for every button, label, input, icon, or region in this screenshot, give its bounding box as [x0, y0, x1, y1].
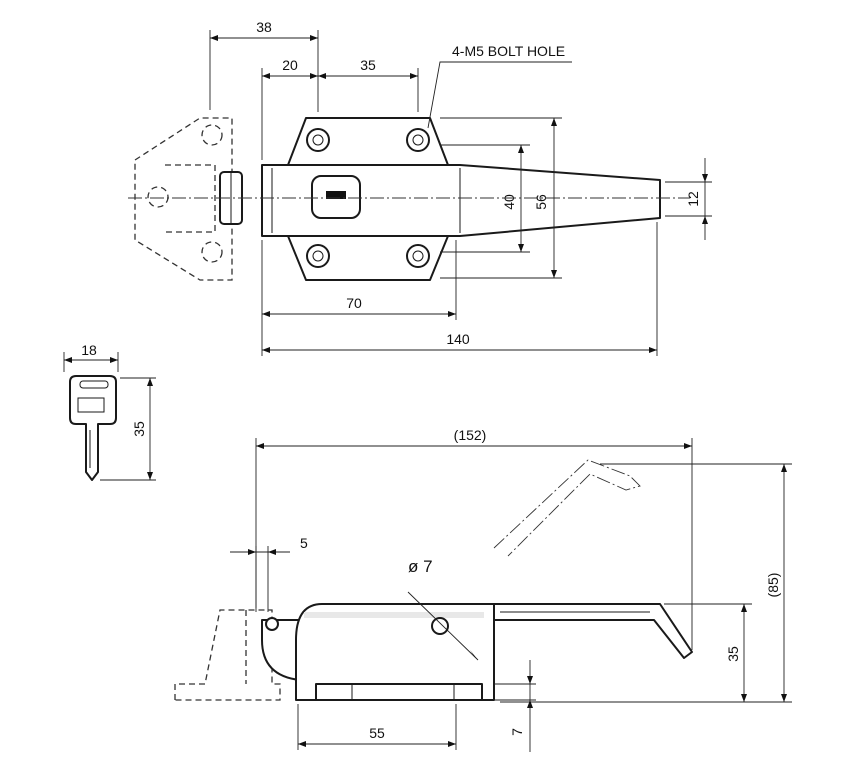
hinge-pivot [265, 617, 279, 631]
hole-leader [407, 591, 479, 661]
dim-56-label: 56 [533, 194, 549, 210]
bolt-hole-callout: 4-M5 BOLT HOLE [452, 43, 565, 59]
dim-55-label: 55 [369, 725, 385, 741]
pivot-hole [431, 617, 449, 635]
bracket-hole-middle [147, 186, 169, 208]
housing-foot [315, 683, 483, 701]
dim-85-label: (85) [765, 573, 781, 598]
handle-open-position [493, 459, 641, 557]
key-view: 18 35 [63, 342, 156, 481]
hole-diameter-callout: ø 7 [408, 557, 433, 576]
key-dim-18-label: 18 [81, 342, 97, 358]
hinge-bracket-outline [134, 117, 233, 281]
dim-38-label: 38 [256, 19, 272, 35]
bracket-hole-top [201, 124, 223, 146]
dim-35-label: 35 [360, 57, 376, 73]
dim-12-label: 12 [685, 191, 701, 207]
dim-20-label: 20 [282, 57, 298, 73]
bracket-hole-bottom [201, 241, 223, 263]
side-dim-35-label: 35 [725, 646, 741, 662]
key-dim-35-label: 35 [131, 421, 147, 437]
dim-70-label: 70 [346, 295, 362, 311]
dim-140-label: 140 [446, 331, 470, 347]
key-slot [326, 191, 346, 199]
latch-handle [261, 164, 661, 237]
top-view: 38 20 35 4-M5 BOLT HOLE 40 56 1 [128, 19, 712, 356]
dim-5-label: 5 [300, 535, 308, 551]
dim-40-label: 40 [501, 194, 517, 210]
dim-7-label: 7 [509, 728, 525, 736]
bolt-hole-leader [427, 61, 572, 129]
bolt-hole-top-right [406, 128, 430, 152]
side-handle [348, 603, 693, 659]
bolt-hole-top-left [306, 128, 330, 152]
key [69, 375, 117, 481]
side-hinge-bracket [174, 609, 281, 701]
side-view: ø 7 (152) 5 (85) 35 [174, 427, 792, 752]
bolt-hole-bottom-right [406, 244, 430, 268]
bolt-hole-bottom-left [306, 244, 330, 268]
dim-152-label: (152) [454, 427, 487, 443]
